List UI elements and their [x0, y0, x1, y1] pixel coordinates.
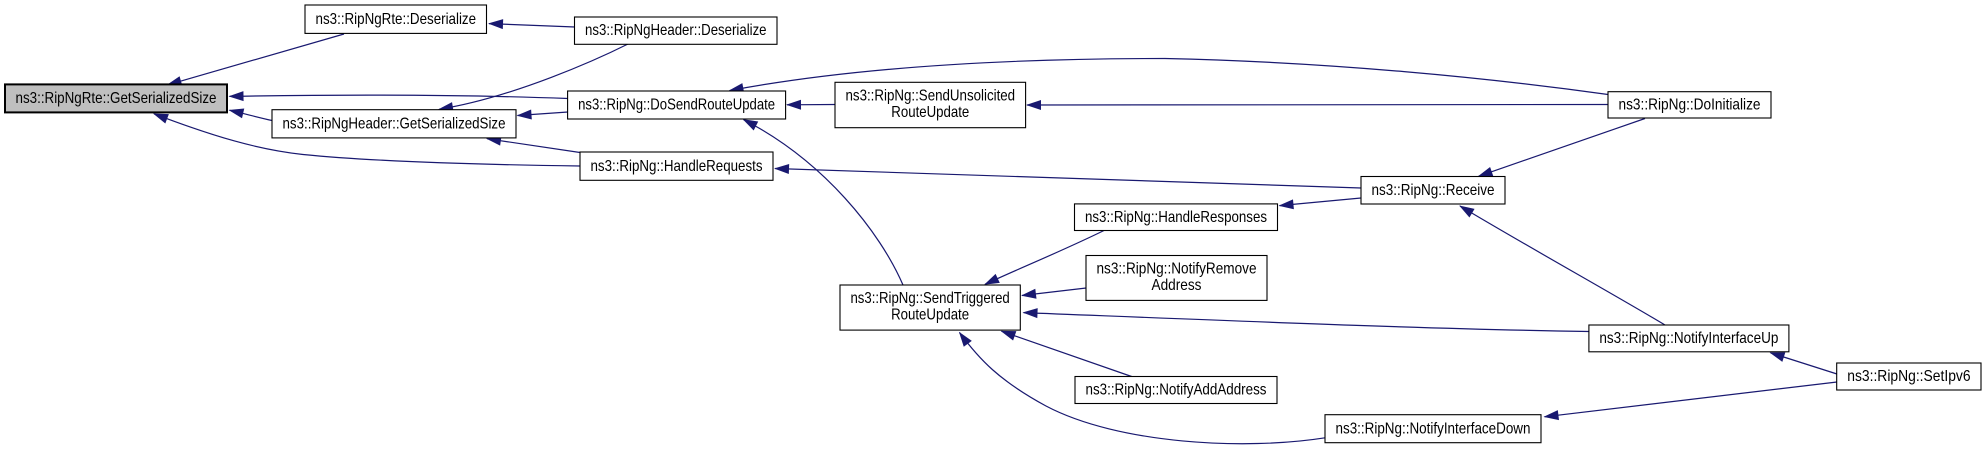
svg-text:RouteUpdate: RouteUpdate: [891, 104, 969, 121]
svg-text:ns3::RipNg::HandleResponses: ns3::RipNg::HandleResponses: [1085, 209, 1267, 226]
svg-text:ns3::RipNg::SendUnsolicited: ns3::RipNg::SendUnsolicited: [846, 87, 1016, 104]
svg-text:ns3::RipNg::DoInitialize: ns3::RipNg::DoInitialize: [1619, 97, 1761, 114]
svg-text:ns3::RipNgRte::Deserialize: ns3::RipNgRte::Deserialize: [316, 11, 477, 28]
svg-text:Address: Address: [1152, 277, 1202, 294]
svg-text:ns3::RipNg::NotifyInterfaceDow: ns3::RipNg::NotifyInterfaceDown: [1336, 420, 1531, 437]
svg-text:ns3::RipNg::DoSendRouteUpdate: ns3::RipNg::DoSendRouteUpdate: [578, 97, 775, 114]
svg-text:ns3::RipNg::Receive: ns3::RipNg::Receive: [1372, 182, 1495, 199]
svg-text:ns3::RipNg::HandleRequests: ns3::RipNg::HandleRequests: [591, 158, 763, 175]
svg-text:ns3::RipNgHeader::Deserialize: ns3::RipNgHeader::Deserialize: [585, 22, 767, 39]
svg-text:ns3::RipNg::SendTriggered: ns3::RipNg::SendTriggered: [850, 290, 1009, 307]
svg-text:ns3::RipNg::NotifyAddAddress: ns3::RipNg::NotifyAddAddress: [1086, 382, 1267, 399]
svg-text:RouteUpdate: RouteUpdate: [891, 307, 969, 324]
svg-text:ns3::RipNg::NotifyRemove: ns3::RipNg::NotifyRemove: [1097, 260, 1257, 277]
svg-text:ns3::RipNg::SetIpv6: ns3::RipNg::SetIpv6: [1847, 368, 1970, 385]
svg-text:ns3::RipNgHeader::GetSerialize: ns3::RipNgHeader::GetSerializedSize: [283, 115, 506, 132]
svg-text:ns3::RipNgRte::GetSerializedSi: ns3::RipNgRte::GetSerializedSize: [16, 90, 217, 107]
svg-text:ns3::RipNg::NotifyInterfaceUp: ns3::RipNg::NotifyInterfaceUp: [1599, 330, 1778, 347]
